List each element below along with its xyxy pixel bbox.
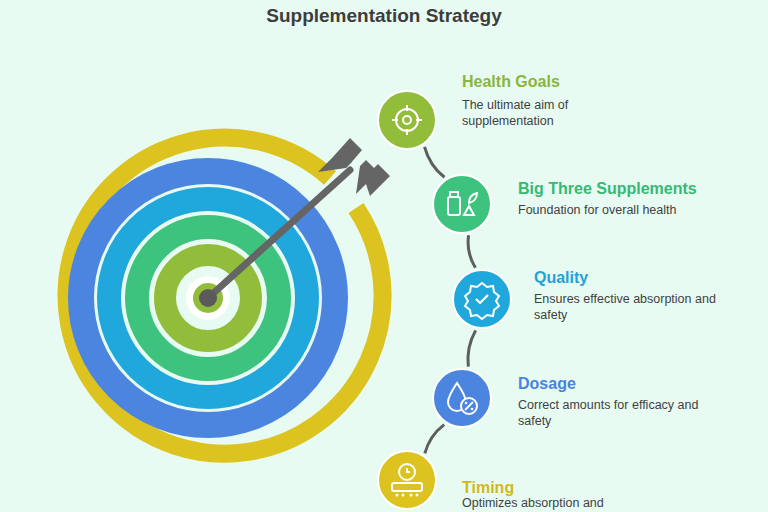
ring bbox=[109, 199, 307, 397]
ring bbox=[81, 171, 335, 425]
connector-line bbox=[468, 235, 475, 267]
icon-circle: Big Three SupplementsFoundation for over… bbox=[431, 173, 493, 235]
circle-outline bbox=[431, 367, 493, 429]
step-heading: Big Three Supplements bbox=[518, 180, 697, 198]
step-heading: Dosage bbox=[518, 375, 576, 393]
arrow-tip bbox=[199, 289, 217, 307]
arrow-fletching bbox=[318, 138, 390, 196]
outer-ring bbox=[67, 138, 383, 454]
step-description: The ultimate aim of supplementation bbox=[462, 97, 662, 129]
icon-circle: DosageCorrect amounts for efficacy and s… bbox=[431, 367, 493, 429]
diagram-title: Supplementation Strategy bbox=[0, 5, 768, 27]
connector-line bbox=[425, 147, 445, 177]
arrow-shaft bbox=[208, 170, 350, 298]
icon-circle: TimingOptimizes absorption and bbox=[376, 449, 438, 511]
circle-outline bbox=[376, 89, 438, 151]
step-heading: Health Goals bbox=[462, 73, 560, 91]
circle-outline bbox=[451, 268, 513, 330]
step-description: Foundation for overall health bbox=[518, 202, 718, 218]
connector-line bbox=[425, 425, 444, 454]
step-description: Optimizes absorption and bbox=[462, 495, 662, 511]
step-description: Ensures effective absorption and safety bbox=[534, 291, 734, 323]
step-heading: Timing bbox=[462, 479, 514, 497]
icon-circle: Health GoalsThe ultimate aim of suppleme… bbox=[376, 89, 438, 151]
icon-circle: QualityEnsures effective absorption and … bbox=[451, 268, 513, 330]
circle-outline bbox=[376, 449, 438, 511]
circle-outline bbox=[431, 173, 493, 235]
step-heading: Quality bbox=[534, 269, 588, 287]
ring bbox=[137, 227, 279, 369]
connector-line bbox=[468, 330, 476, 366]
step-description: Correct amounts for efficacy and safety bbox=[518, 397, 718, 429]
